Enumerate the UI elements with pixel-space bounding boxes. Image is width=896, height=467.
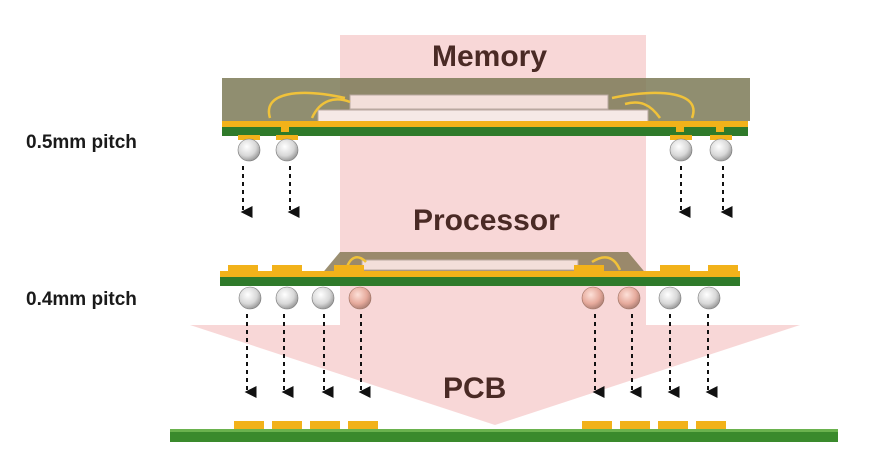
processor-dashed-arrows — [244, 314, 718, 398]
memory-top-pads — [222, 121, 748, 127]
solder-ball-icon — [669, 138, 693, 162]
processor-pitch-label: 0.4mm pitch — [26, 289, 137, 310]
pcb-label: PCB — [443, 372, 507, 405]
processor-die — [361, 259, 579, 271]
solder-ball-icon — [658, 286, 682, 310]
processor-package — [220, 252, 740, 310]
processor-solder-balls — [238, 286, 721, 310]
processor-top-pads — [228, 265, 738, 271]
memory-bond-wires — [267, 91, 695, 119]
solder-ball-icon — [709, 138, 733, 162]
memory-ball-collars — [281, 124, 724, 132]
memory-pitch-label: 0.5mm pitch — [26, 132, 137, 153]
solder-ball-icon — [617, 286, 641, 310]
solder-ball-icon — [697, 286, 721, 310]
solder-ball-icon — [237, 138, 261, 162]
processor-substrate — [220, 277, 740, 286]
memory-package — [222, 78, 750, 162]
memory-substrate — [222, 127, 748, 136]
memory-label: Memory — [432, 40, 548, 73]
memory-die-top — [349, 94, 609, 110]
solder-ball-icon — [311, 286, 335, 310]
solder-ball-icon — [581, 286, 605, 310]
solder-ball-icon — [348, 286, 372, 310]
processor-pad-strip — [220, 271, 740, 277]
solder-ball-icon — [275, 286, 299, 310]
memory-die-bottom — [317, 109, 649, 123]
pcb-edge-highlight — [170, 429, 838, 432]
pcb-board — [170, 421, 838, 442]
solder-ball-icon — [238, 286, 262, 310]
processor-label: Processor — [413, 204, 560, 237]
memory-solder-balls — [237, 138, 733, 162]
solder-ball-icon — [275, 138, 299, 162]
memory-bottom-pads — [238, 135, 732, 140]
pcb-pads — [234, 421, 726, 429]
processor-solder-balls-highlighted — [348, 286, 641, 310]
pcb-substrate — [170, 429, 838, 442]
